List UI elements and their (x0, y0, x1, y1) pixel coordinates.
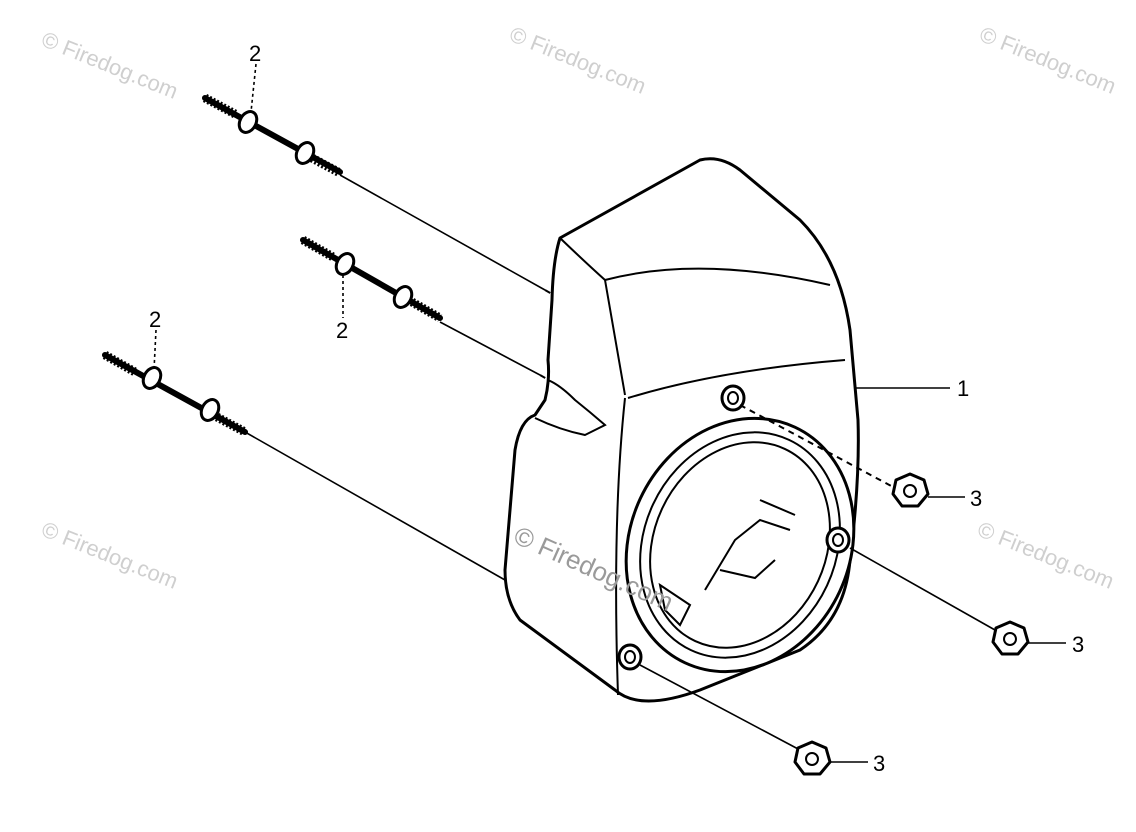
callout-nut-upper: 3 (970, 486, 982, 511)
callout-leader-stud-bottom (153, 329, 157, 371)
callout-stud-middle: 2 (336, 318, 348, 343)
stud-bottom (102, 351, 248, 436)
watermark-mid-right: © Firedog.com (974, 516, 1117, 593)
nut-middle-alignment-line (849, 547, 996, 631)
callout-leader-stud-top (250, 63, 257, 113)
watermark-top-left: © Firedog.com (38, 26, 181, 103)
callout-nut-lower: 3 (873, 751, 885, 776)
watermark-top-center: © Firedog.com (506, 21, 649, 98)
watermark-top-right: © Firedog.com (976, 21, 1119, 98)
nut-lower-alignment-line (639, 664, 801, 751)
nut-upper-alignment-line (739, 404, 896, 489)
nut-lower (793, 740, 832, 776)
watermark-mid-left: © Firedog.com (38, 516, 181, 593)
nut-middle (991, 620, 1030, 656)
callout-nut-middle: 3 (1072, 632, 1084, 657)
callout-stud-top: 2 (249, 41, 261, 66)
nut-upper (891, 472, 930, 508)
stud-middle (300, 236, 443, 322)
blower-housing-shroud (503, 157, 860, 703)
callout-stud-bottom: 2 (149, 307, 161, 332)
callout-shroud: 1 (957, 376, 969, 401)
stud-top (202, 94, 343, 177)
